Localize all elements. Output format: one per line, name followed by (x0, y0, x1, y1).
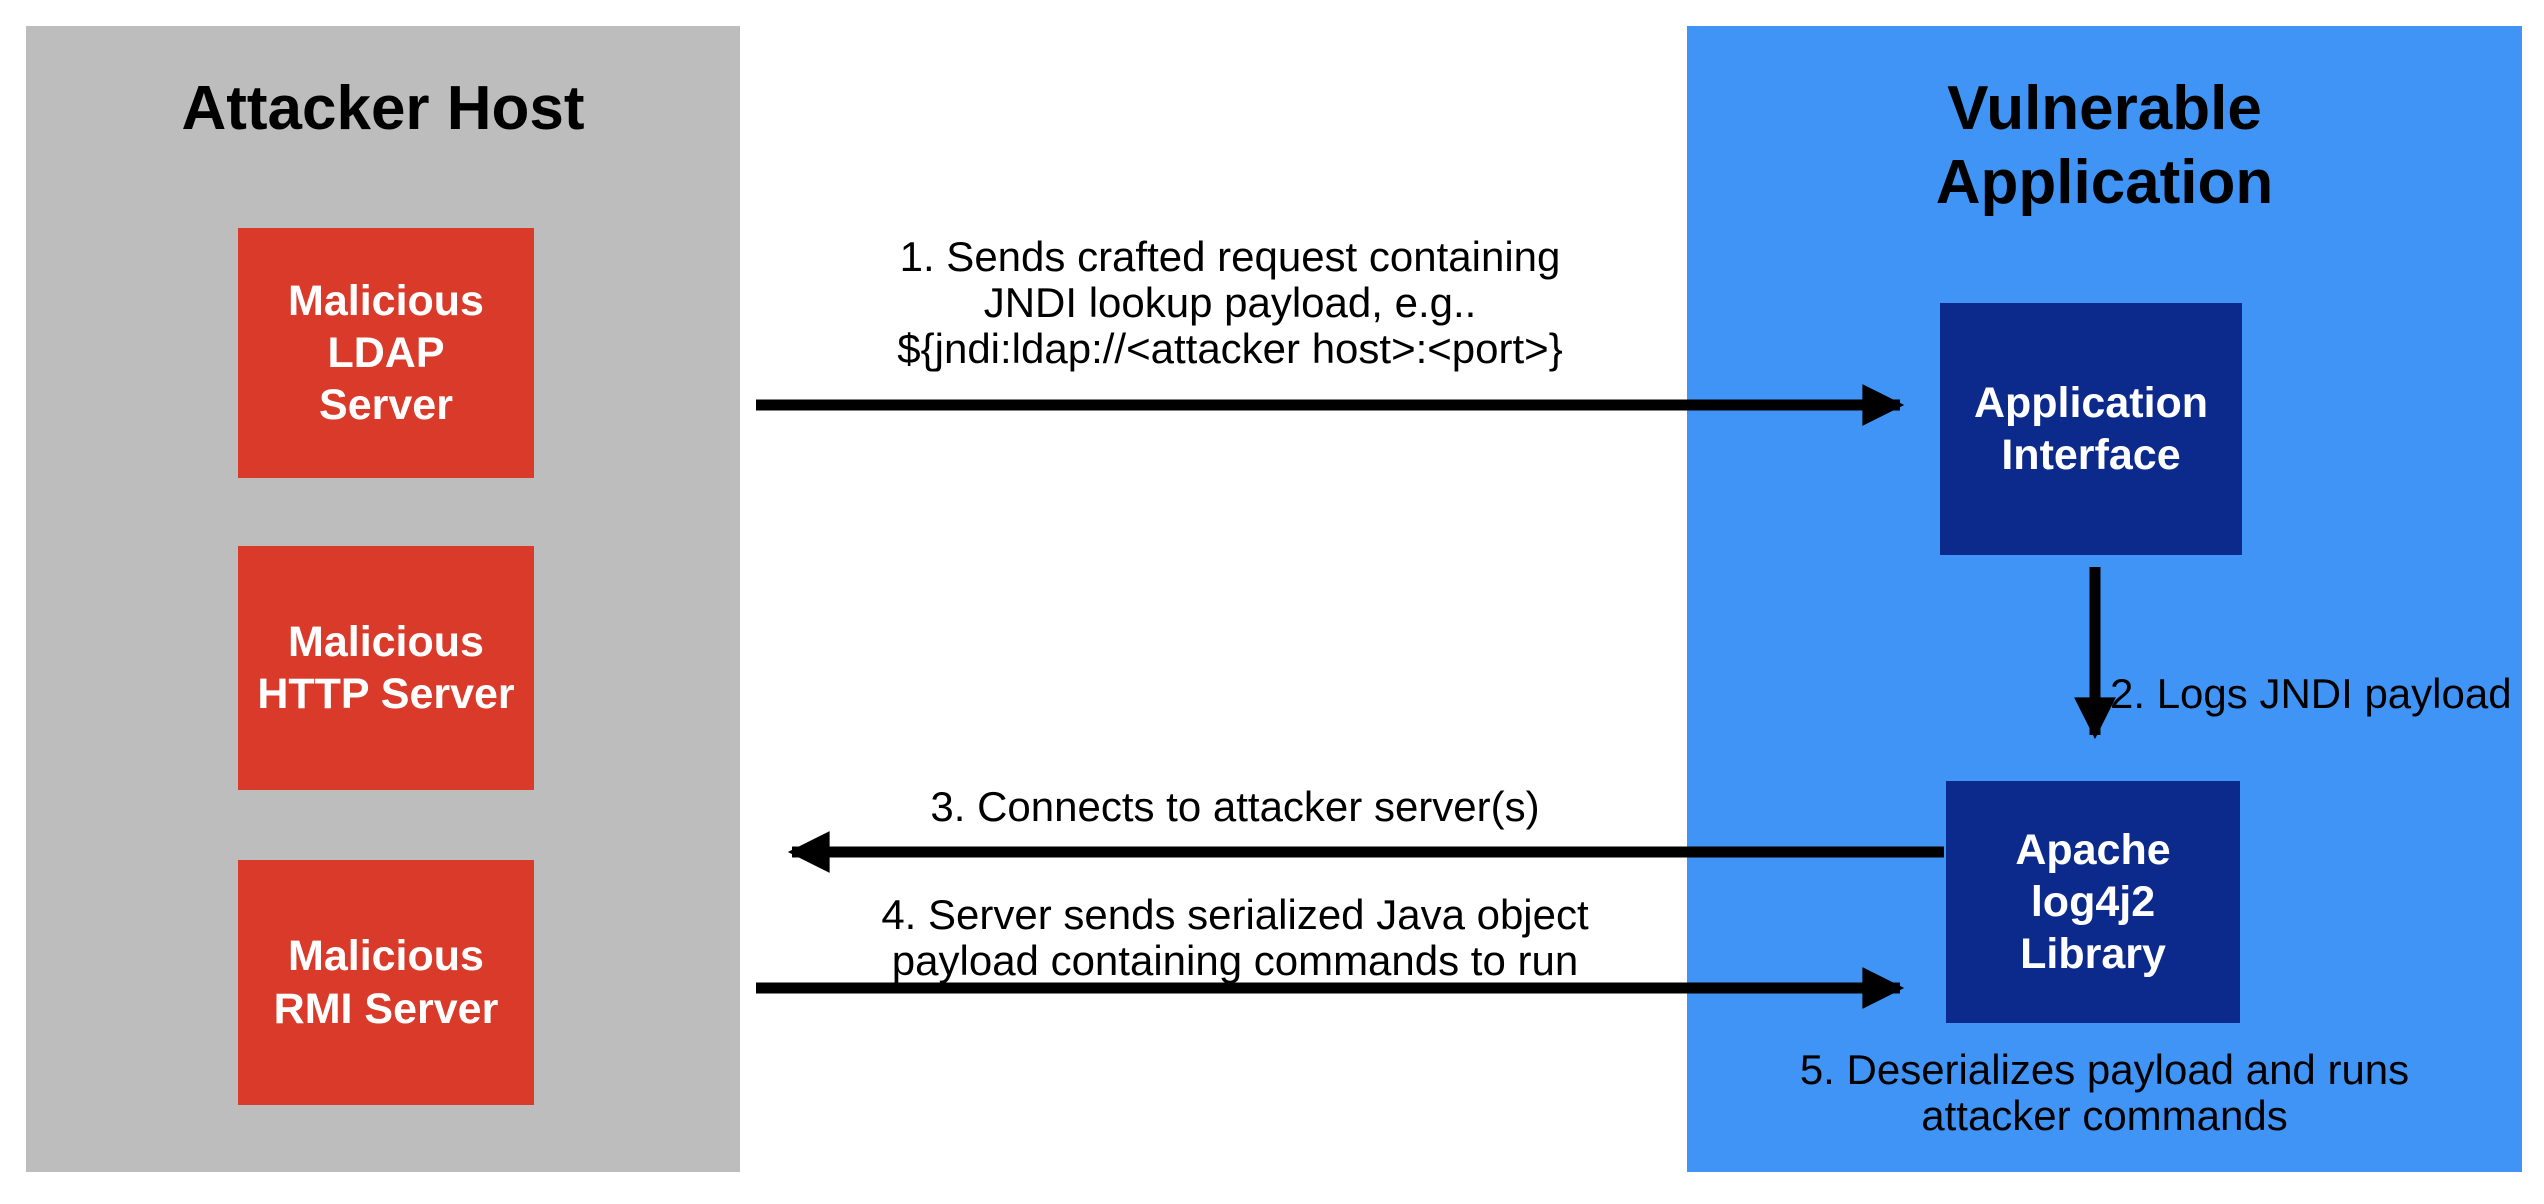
malicious-rmi-server-box: Malicious RMI Server (238, 860, 534, 1105)
malicious-rmi-server-label: Malicious RMI Server (273, 932, 499, 1033)
malicious-http-server-box: Malicious HTTP Server (238, 546, 534, 790)
malicious-ldap-server-label: Malicious LDAP Server (288, 276, 484, 429)
annotation-step5-deserializes-payload: 5. Deserializes payload and runs attacke… (1799, 1046, 2410, 1139)
annotation-step2-logs-jndi-payload: 2. Logs JNDI payload (2110, 670, 2512, 717)
malicious-http-server-label: Malicious HTTP Server (257, 617, 515, 718)
apache-log4j2-library-label: Apache log4j2 Library (2015, 825, 2171, 978)
application-interface-label: Application Interface (1973, 378, 2209, 479)
annotation-step4-serialized-java-object: 4. Server sends serialized Java object p… (881, 891, 1589, 984)
apache-log4j2-library-box: Apache log4j2 Library (1946, 781, 2240, 1023)
annotation-step1-crafted-request: 1. Sends crafted request containing JNDI… (897, 233, 1563, 372)
vulnerable-application-title: Vulnerable Application (1935, 74, 2274, 218)
malicious-ldap-server-box: Malicious LDAP Server (238, 228, 534, 478)
annotation-step3-connects-to-attacker: 3. Connects to attacker server(s) (930, 783, 1540, 830)
attacker-host-title: Attacker Host (181, 74, 585, 143)
application-interface-box: Application Interface (1940, 303, 2242, 555)
